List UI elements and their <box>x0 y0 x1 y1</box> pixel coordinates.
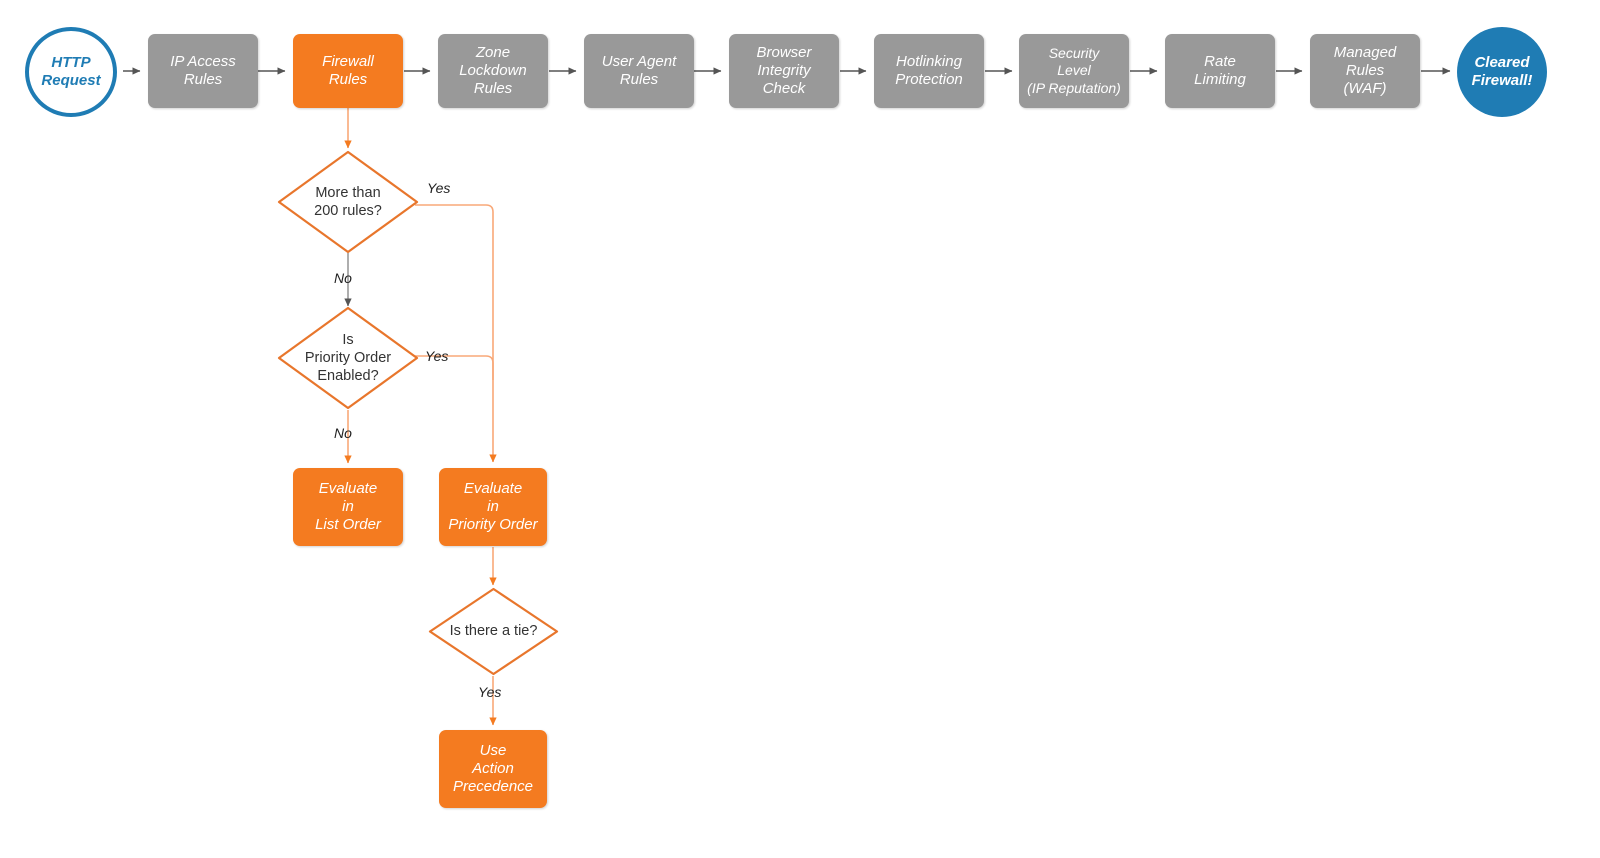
node-is-there-a-tie-label: Is there a tie? <box>449 623 538 640</box>
node-user-agent-rules[interactable]: User Agent Rules <box>584 34 694 108</box>
diamond-shape-is-there-a-tie <box>428 587 559 676</box>
node-browser-integrity-check[interactable]: Browser Integrity Check <box>729 34 839 108</box>
edge-label-yes-200-rules: Yes <box>427 180 451 196</box>
edge-label-no-priority-order: No <box>334 425 352 441</box>
node-zone-lockdown-rules-label: Zone Lockdown Rules <box>459 43 527 98</box>
edge-label-yes-is-there-a-tie: Yes <box>478 684 502 700</box>
node-firewall-rules-label: Firewall Rules <box>322 52 374 88</box>
node-http-request[interactable]: HTTP Request <box>25 27 117 117</box>
node-cleared-firewall[interactable]: Cleared Firewall! <box>1457 27 1547 117</box>
node-managed-rules-waf[interactable]: Managed Rules (WAF) <box>1310 34 1420 108</box>
node-more-than-200-rules[interactable]: More than 200 rules? <box>277 150 419 254</box>
node-evaluate-in-priority-order[interactable]: Evaluate in Priority Order <box>439 468 547 546</box>
node-browser-integrity-check-label: Browser Integrity Check <box>756 43 812 98</box>
node-more-than-200-rules-label: More than 200 rules? <box>314 184 382 219</box>
node-security-level[interactable]: Security Level (IP Reputation) <box>1019 34 1129 108</box>
node-is-priority-order-enabled-label: Is Priority Order Enabled? <box>304 331 392 385</box>
node-evaluate-in-priority-order-label: Evaluate in Priority Order <box>448 479 538 534</box>
node-hotlinking-protection[interactable]: Hotlinking Protection <box>874 34 984 108</box>
node-is-priority-order-enabled[interactable]: Is Priority Order Enabled? <box>277 306 419 410</box>
node-evaluate-in-list-order[interactable]: Evaluate in List Order <box>293 468 403 546</box>
node-firewall-rules[interactable]: Firewall Rules <box>293 34 403 108</box>
node-http-request-label: HTTP Request <box>41 54 101 89</box>
node-use-action-precedence-label: Use Action Precedence <box>452 741 534 796</box>
node-zone-lockdown-rules[interactable]: Zone Lockdown Rules <box>438 34 548 108</box>
edge-label-no-200-rules: No <box>334 270 352 286</box>
node-hotlinking-protection-label: Hotlinking Protection <box>895 52 963 88</box>
node-user-agent-rules-label: User Agent Rules <box>601 52 677 88</box>
node-use-action-precedence[interactable]: Use Action Precedence <box>439 730 547 808</box>
node-rate-limiting[interactable]: Rate Limiting <box>1165 34 1275 108</box>
node-managed-rules-waf-label: Managed Rules (WAF) <box>1333 43 1397 98</box>
node-evaluate-in-list-order-label: Evaluate in List Order <box>315 479 381 534</box>
node-ip-access-rules[interactable]: IP Access Rules <box>148 34 258 108</box>
node-rate-limiting-label: Rate Limiting <box>1194 52 1246 88</box>
diamond-shape-200-rules <box>277 150 419 254</box>
edge-label-yes-priority-order: Yes <box>425 348 449 364</box>
node-ip-access-rules-label: IP Access Rules <box>170 52 236 88</box>
node-security-level-label: Security Level (IP Reputation) <box>1027 45 1121 96</box>
diamond-shape-priority-order <box>277 306 419 410</box>
node-is-there-a-tie[interactable]: Is there a tie? <box>428 587 559 676</box>
node-cleared-firewall-label: Cleared Firewall! <box>1471 54 1533 89</box>
wire-200-yes <box>415 204 497 463</box>
